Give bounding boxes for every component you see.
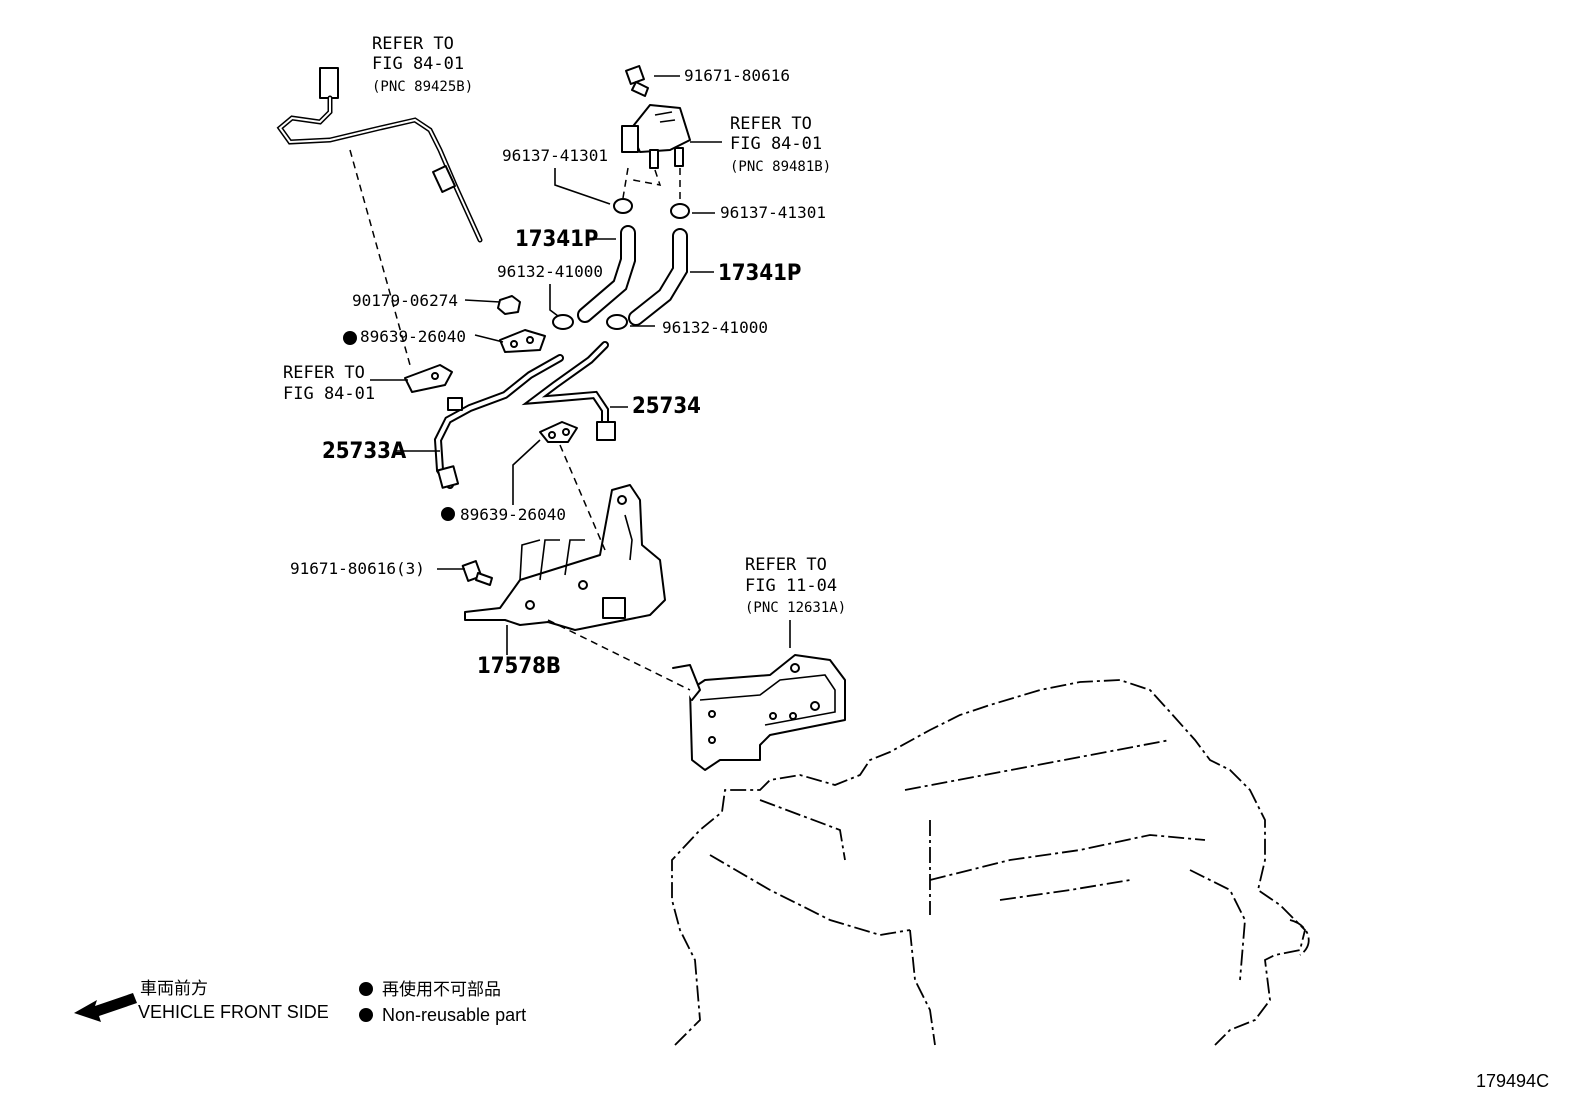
- hose-left-label: 17341P: [515, 227, 598, 252]
- nonreusable-jp: 再使用不可部品: [382, 979, 501, 1000]
- front-direction-arrow-icon: [74, 993, 137, 1022]
- direction-jp: 車両前方: [140, 979, 208, 999]
- gasket-top-icon: [499, 329, 546, 353]
- sensor-bracket-icon: [404, 364, 453, 393]
- sensor-ref-line1: REFER TO: [372, 34, 454, 54]
- engine-outline: [671, 679, 1310, 1046]
- clip-left-icon: [613, 198, 633, 214]
- bracket-17578b: [464, 484, 666, 631]
- pipe-right-label: 25734: [632, 394, 701, 419]
- clip-right-label: 96137-41301: [720, 203, 826, 222]
- vsv-ref-line3: (PNC 89481B): [730, 159, 831, 175]
- hose-right-label: 17341P: [718, 261, 801, 286]
- bracket-ref-line2: FIG 84-01: [283, 384, 375, 404]
- nut-label: 90179-06274: [352, 291, 458, 310]
- nonreusable-marker-top: [343, 331, 357, 345]
- legend-dot-jp: [359, 982, 373, 996]
- nut-icon: [497, 295, 521, 315]
- sensor-ref-line2: FIG 84-01: [372, 54, 464, 74]
- nonreusable-en: Non-reusable part: [382, 1005, 526, 1025]
- engine-ref-line3: (PNC 12631A): [745, 600, 846, 616]
- engine-ref-line2: FIG 11-04: [745, 576, 837, 596]
- vsv-ref-line2: FIG 84-01: [730, 134, 822, 154]
- direction-en: VEHICLE FRONT SIDE: [138, 1002, 329, 1022]
- bolt-bracket-icon: [461, 560, 493, 586]
- figure-id: 179494C: [1476, 1071, 1549, 1091]
- bracket-ref-line1: REFER TO: [283, 363, 365, 383]
- bolt-top-label: 91671-80616: [684, 66, 790, 85]
- clip-right-icon: [670, 203, 690, 219]
- clamp-right-icon: [606, 314, 628, 330]
- gasket-top-label: 89639-26040: [360, 327, 466, 346]
- clip-left-label: 96137-41301: [502, 146, 608, 165]
- pipe-25734: [521, 341, 616, 441]
- sensor-ref-line3: (PNC 89425B): [372, 79, 473, 95]
- legend-dot-en: [359, 1008, 373, 1022]
- engine-ref-line1: REFER TO: [745, 555, 827, 575]
- hose-right: [628, 228, 688, 326]
- pipe-left-label: 25733A: [322, 439, 407, 464]
- clamp-left-label: 96132-41000: [497, 262, 603, 281]
- clamp-left-icon: [552, 314, 574, 330]
- clamp-right-label: 96132-41000: [662, 318, 768, 337]
- vsv-icon: [621, 104, 691, 169]
- pipe-25733a: [433, 354, 564, 489]
- gasket-bottom-icon: [539, 421, 578, 443]
- bolt-top-icon: [625, 65, 649, 97]
- sensor-icon: [276, 67, 483, 243]
- gasket-bottom-label: 89639-26040: [460, 505, 566, 524]
- bolt-bracket-label: 91671-80616(3): [290, 559, 425, 578]
- bracket-label: 17578B: [477, 654, 561, 679]
- leader-lines: [370, 75, 791, 655]
- engine-mount-bracket: [672, 654, 846, 771]
- hose-left: [577, 225, 636, 323]
- nonreusable-marker-bottom: [441, 507, 455, 521]
- vsv-ref-line1: REFER TO: [730, 114, 812, 134]
